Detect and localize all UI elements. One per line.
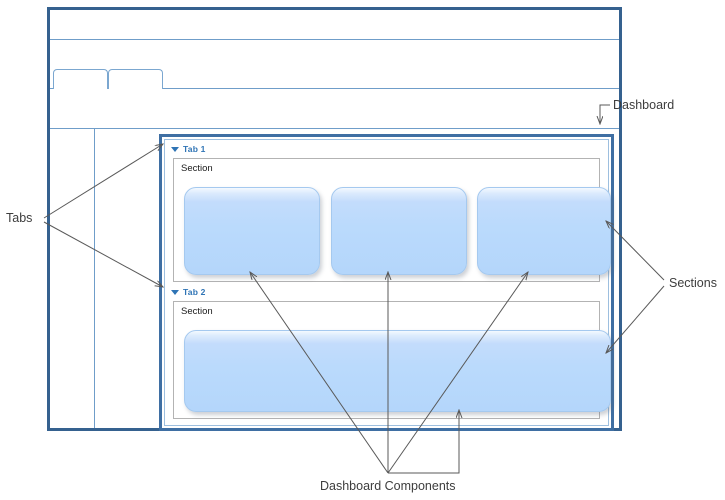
dashboard-section-2: Section (173, 301, 611, 419)
dashboard-tab-2[interactable]: Tab 2 (168, 285, 605, 299)
annotation-label-dashboard-components: Dashboard Components (320, 479, 456, 493)
triangle-down-icon (171, 289, 179, 295)
window-tab-2[interactable] (108, 69, 163, 89)
annotation-label-sections: Sections (669, 276, 717, 290)
dashboard-component-1[interactable] (184, 187, 320, 275)
window-tab-strip (50, 67, 619, 89)
dashboard-tab-group-1: Tab 1 Section (168, 142, 611, 282)
section-1-label: Section (181, 163, 213, 174)
dashboard-tab-group-2: Tab 2 Section (168, 285, 611, 419)
dashboard-component-3[interactable] (477, 187, 611, 275)
window-title-bar (50, 10, 619, 40)
dashboard: Tab 1 Section Tab 2 Section (159, 134, 614, 431)
annotation-label-dashboard: Dashboard (613, 98, 675, 112)
dashboard-component-4[interactable] (184, 330, 611, 412)
dashboard-tab-1[interactable]: Tab 1 (168, 142, 605, 156)
window-menu-bar (50, 40, 619, 67)
window-body: Tab 1 Section Tab 2 Section (50, 129, 619, 431)
window-sidebar (50, 129, 95, 428)
dashboard-section-1: Section (173, 158, 611, 282)
annotation-label-tabs: Tabs (6, 211, 33, 225)
window-tab-1[interactable] (53, 69, 108, 89)
application-window: Tab 1 Section Tab 2 Section (47, 7, 622, 431)
section-2-label: Section (181, 306, 213, 317)
dashboard-tab-2-label: Tab 2 (183, 287, 206, 297)
window-toolbar (50, 89, 619, 129)
dashboard-tab-1-label: Tab 1 (183, 144, 206, 154)
dashboard-component-2[interactable] (331, 187, 467, 275)
triangle-down-icon (171, 146, 179, 152)
